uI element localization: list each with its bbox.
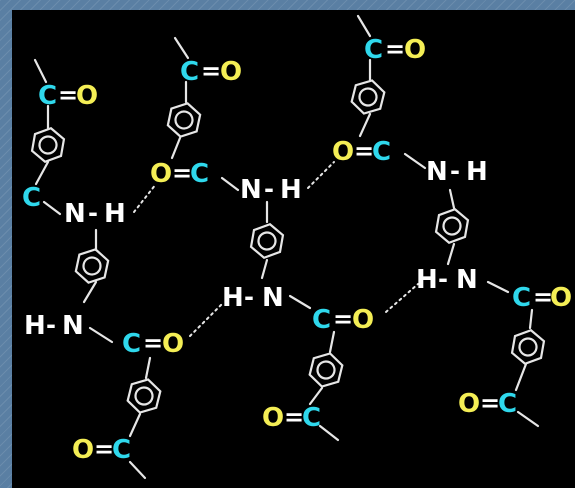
carbon-label: C (512, 283, 531, 313)
oxygen-label: O (352, 305, 374, 335)
double-bond-sign: = (533, 283, 553, 311)
double-bond-sign: = (58, 81, 78, 109)
carbon-label: C (190, 159, 209, 189)
carbon-label: C (112, 435, 131, 465)
nitrogen-label: N (240, 175, 262, 205)
single-bond-sign: - (438, 265, 448, 293)
double-bond-sign: = (333, 305, 353, 333)
nitrogen-label: N (62, 311, 84, 341)
nitrogen-label: N (64, 199, 86, 229)
hydrogen-bonds (133, 161, 419, 337)
nitrogen-label: N (456, 265, 478, 295)
single-bond-sign: - (450, 157, 460, 185)
carbon-label: C (312, 305, 331, 335)
oxygen-label: O (458, 389, 480, 419)
double-bond-sign: = (172, 159, 192, 187)
double-bond-sign: = (480, 389, 500, 417)
single-bond-sign: - (88, 199, 98, 227)
double-bond-sign: = (94, 435, 114, 463)
oxygen-label: O (72, 435, 94, 465)
hydrogen-label: H (24, 311, 46, 341)
carbon-label: C (372, 137, 391, 167)
double-bond-sign: = (143, 329, 163, 357)
double-bond-sign: = (354, 137, 374, 165)
single-bond-sign: - (46, 311, 56, 339)
oxygen-label: O (150, 159, 172, 189)
diagram-panel (12, 10, 575, 488)
hydrogen-label: H (104, 199, 126, 229)
double-bond-sign: = (385, 35, 405, 63)
carbon-label: C (364, 35, 383, 65)
carbon-label: C (22, 183, 41, 213)
carbon-label: C (180, 57, 199, 87)
hydrogen-label: H (466, 157, 488, 187)
oxygen-label: O (550, 283, 572, 313)
carbon-label: C (498, 389, 517, 419)
hydrogen-label: H (222, 283, 244, 313)
hydrogen-label: H (280, 175, 302, 205)
carbon-label: C (122, 329, 141, 359)
oxygen-label: O (162, 329, 184, 359)
single-bond-sign: - (244, 283, 254, 311)
carbon-label: C (302, 403, 321, 433)
hydrogen-label: H (416, 265, 438, 295)
nitrogen-label: N (262, 283, 284, 313)
oxygen-label: O (404, 35, 426, 65)
oxygen-label: O (262, 403, 284, 433)
benzene-rings (30, 79, 546, 414)
double-bond-sign: = (284, 403, 304, 431)
oxygen-label: O (332, 137, 354, 167)
oxygen-label: O (76, 81, 98, 111)
oxygen-label: O (220, 57, 242, 87)
atom-labels: C = O C N - H C = O O = C N - H C = O (22, 35, 572, 465)
single-bond-sign: - (264, 175, 274, 203)
double-bond-sign: = (201, 57, 221, 85)
carbon-label: C (38, 81, 57, 111)
nitrogen-label: N (426, 157, 448, 187)
